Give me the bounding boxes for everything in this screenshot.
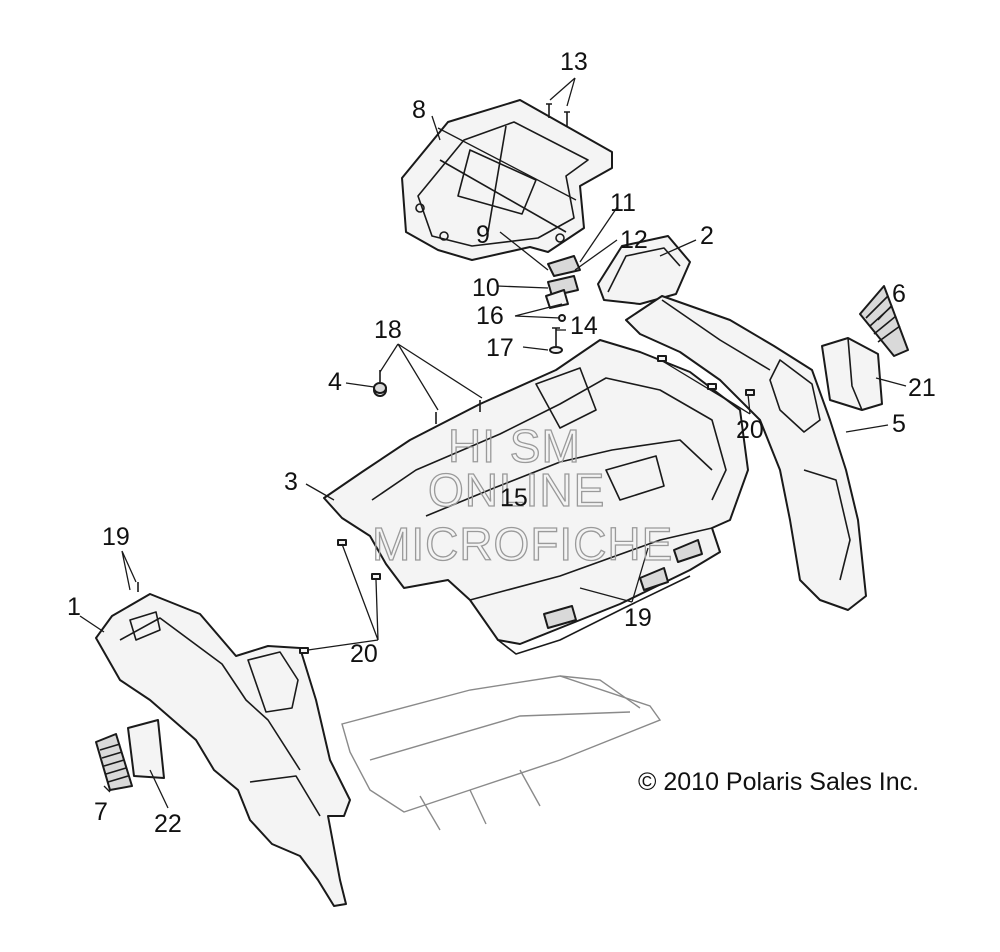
callout-labels: 1 2 3 4 5 6 7 8 9 10 11 12 13 14 15 16 1…	[67, 48, 936, 838]
callout-12: 12	[620, 226, 648, 254]
leader-lines	[79, 77, 907, 809]
copyright-notice: © 2010 Polaris Sales Inc.	[638, 768, 919, 796]
callout-7: 7	[94, 798, 108, 826]
callout-19-right: 19	[624, 604, 652, 632]
callout-16: 16	[476, 302, 504, 330]
watermark-line-1: HI SM	[448, 420, 581, 472]
part-21-pad	[821, 337, 883, 411]
callout-17: 17	[486, 334, 514, 362]
callout-5: 5	[892, 410, 906, 438]
callout-20-left: 20	[350, 640, 378, 668]
part-7-grille	[95, 733, 133, 791]
watermark: HI SM ONLINE MICROFICHE	[371, 419, 673, 570]
callout-20-right: 20	[736, 416, 764, 444]
callout-8: 8	[412, 96, 426, 124]
watermark-line-2: ONLINE	[428, 464, 605, 516]
callout-14: 14	[570, 312, 598, 340]
callout-9: 9	[476, 221, 490, 249]
callout-6: 6	[892, 280, 906, 308]
small-hardware	[137, 355, 755, 654]
callout-15: 15	[500, 484, 528, 512]
callout-18: 18	[374, 316, 402, 344]
callout-11: 11	[610, 189, 636, 217]
part-9-12-latch-hardware	[545, 255, 581, 354]
part-22-pad	[127, 719, 165, 779]
frame-outline	[341, 675, 662, 831]
callout-10: 10	[472, 274, 500, 302]
callout-13: 13	[560, 48, 588, 76]
part-8-cargo-lid	[401, 99, 613, 261]
callout-1: 1	[67, 593, 81, 621]
part-5-right-side-panel	[625, 295, 867, 611]
callout-4: 4	[328, 368, 342, 396]
watermark-line-3: MICROFICHE	[372, 518, 673, 570]
callout-21: 21	[908, 374, 936, 402]
callout-3: 3	[284, 468, 298, 496]
callout-22: 22	[154, 810, 182, 838]
part-1-left-side-panel	[95, 593, 351, 907]
callout-19-left: 19	[102, 523, 130, 551]
part-13-screws	[546, 103, 570, 126]
callout-2: 2	[700, 222, 714, 250]
